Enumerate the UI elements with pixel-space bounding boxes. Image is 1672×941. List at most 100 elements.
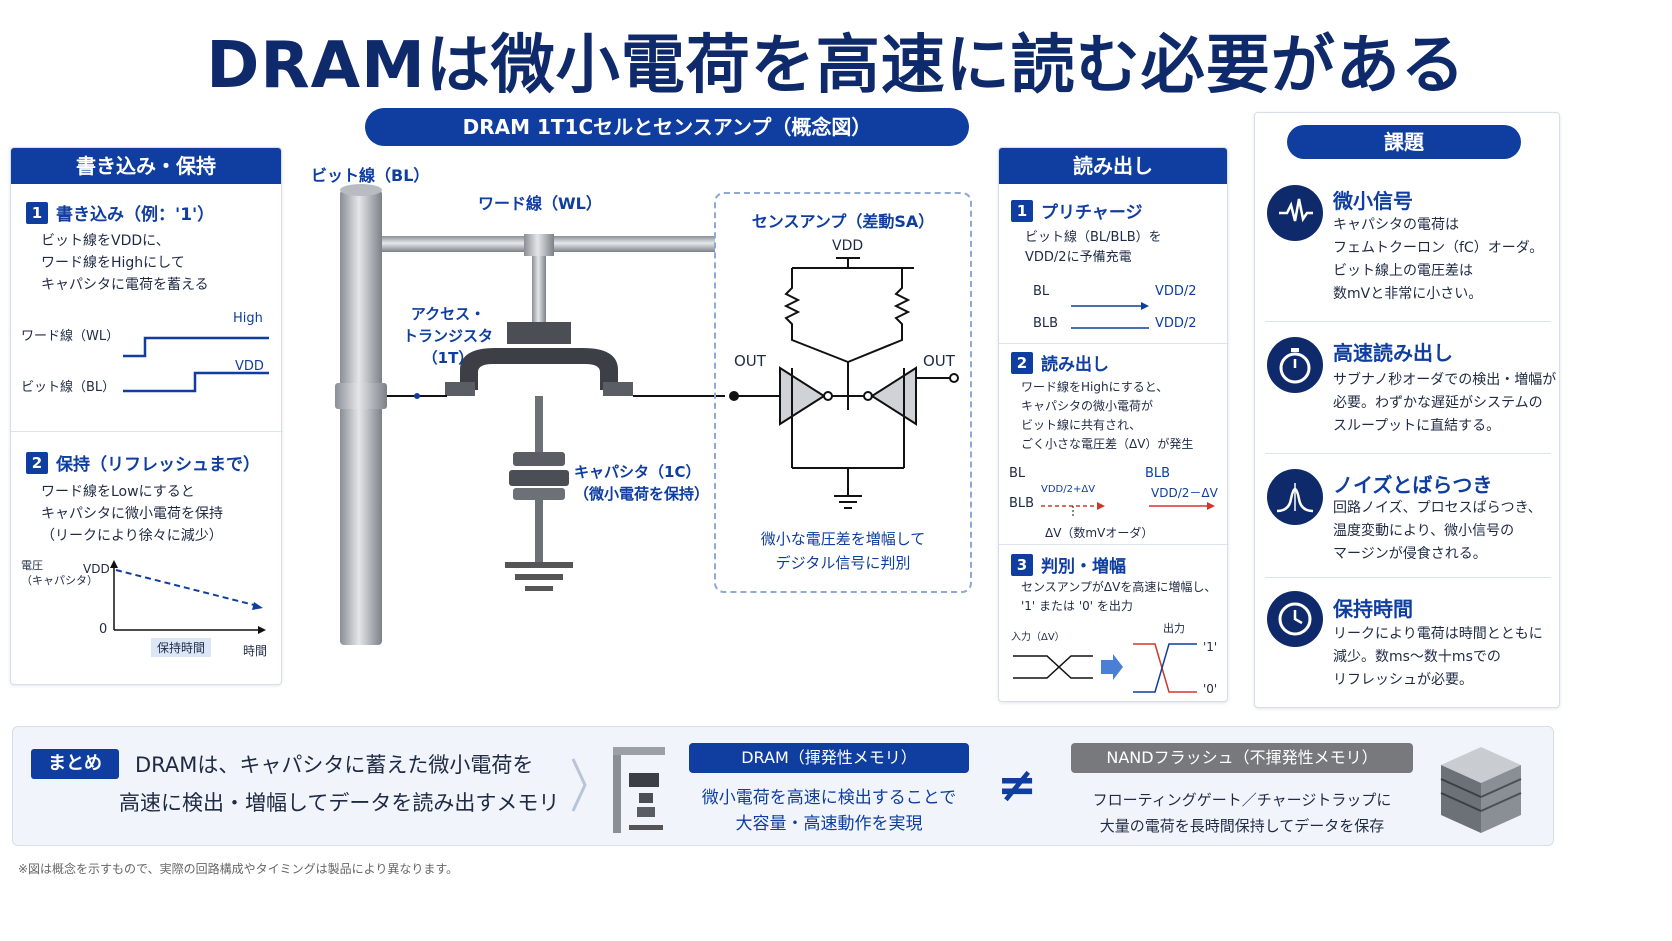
line: 回路ノイズ、プロセスばらつき、 xyxy=(1333,500,1542,516)
write-hold-panel: 書き込み・保持 1 書き込み（例：'1'） ビット線をVDDに、 ワード線をHi… xyxy=(10,147,283,685)
line: ビット線をVDDに、 xyxy=(41,233,170,249)
line: ワード線をLowにすると xyxy=(41,484,195,500)
line: ワード線をHighにして xyxy=(41,255,185,271)
readout-lines xyxy=(1041,502,1215,518)
line: （1T） xyxy=(422,349,474,367)
sense-amp-box xyxy=(714,192,972,593)
summary-line2: 高速に検出・増幅してデータを読み出すメモリ xyxy=(119,791,560,815)
line: フェムトクーロン（fC）オーダ。 xyxy=(1333,240,1544,256)
line: フローティングゲート／チャージトラップに xyxy=(1092,791,1392,809)
divider xyxy=(1265,577,1551,578)
footnote: ※図は概念を示すもので、実際の回路構成やタイミングは製品により異なります。 xyxy=(18,862,459,876)
line: キャパシタに微小電荷を保持 xyxy=(41,506,223,522)
wave-high-label: High xyxy=(233,311,263,326)
delta-v-label: ΔV（数mVオーダ） xyxy=(1045,526,1154,540)
amplify-text: センスアンプがΔVを高速に増幅し、 '1' または '0' を出力 xyxy=(1021,578,1216,616)
issue-title: ノイズとばらつき xyxy=(1333,473,1493,497)
output-label: 出力 xyxy=(1163,622,1185,635)
read-header: 読み出し xyxy=(999,148,1227,184)
line: トランジスタ xyxy=(403,327,494,345)
issue-body: 回路ノイズ、プロセスばらつき、 温度変動により、微小信号の マージンが侵食される… xyxy=(1333,497,1542,566)
capacitor-label: キャパシタ（1C） （微小電荷を保持） xyxy=(574,461,709,505)
line: キャパシタに電荷を蓄える xyxy=(41,277,209,293)
line: キャパシタ（1C） xyxy=(574,463,701,481)
line: リークにより電荷は時間とともに xyxy=(1333,626,1543,642)
dram-pill: DRAM（揮発性メモリ） xyxy=(689,743,969,773)
hold-step-text: ワード線をLowにすると キャパシタに微小電荷を保持 （リークにより徐々に減少） xyxy=(41,481,223,547)
sense-amp-schematic xyxy=(729,257,959,509)
nand-pill: NANDフラッシュ（不揮発性メモリ） xyxy=(1071,743,1413,773)
line: ワード線をHighにすると、 xyxy=(1021,380,1169,394)
summary-line1: DRAMは、キャパシタに蓄えた微小電荷を xyxy=(135,753,534,777)
issue-body: リークにより電荷は時間とともに 減少。数ms〜数十msでの リフレッシュが必要。 xyxy=(1333,623,1543,692)
step-number: 2 xyxy=(26,451,48,474)
read-panel: 読み出し 1 プリチャージ ビット線（BL/BLB）を VDD/2に予備充電 B… xyxy=(998,147,1229,702)
wave-vdd-label: VDD xyxy=(235,359,264,374)
center-pill: DRAM 1T1Cセルとセンスアンプ（概念図） xyxy=(365,108,969,146)
readout-v-left: VDD/2+ΔV xyxy=(1041,484,1096,495)
write-hold-header: 書き込み・保持 xyxy=(11,148,281,184)
readout-blb: BLB xyxy=(1009,496,1035,511)
nand-description: フローティングゲート／チャージトラップに 大量の電荷を長時間保持してデータを保存 xyxy=(1071,787,1413,839)
line: 微小な電圧差を増幅して xyxy=(760,530,926,548)
step-number: 3 xyxy=(1011,553,1033,576)
issue-title: 保持時間 xyxy=(1333,597,1413,621)
wave-wl-label: ワード線（WL） xyxy=(21,329,120,344)
chart-zero: 0 xyxy=(99,622,108,637)
line: 電圧 xyxy=(21,559,43,572)
line: VDD/2に予備充電 xyxy=(1025,250,1132,265)
summary-bar: まとめ DRAMは、キャパシタに蓄えた微小電荷を 高速に検出・増幅してデータを読… xyxy=(12,726,1554,846)
line: 減少。数ms〜数十msでの xyxy=(1333,649,1501,665)
distribution-icon xyxy=(1267,469,1323,525)
write-step-title: 1 書き込み（例：'1'） xyxy=(26,200,214,225)
line: キャパシタの電荷は xyxy=(1333,217,1459,233)
divider xyxy=(999,544,1229,545)
step-title-text: 判別・増幅 xyxy=(1041,557,1126,577)
bitline-label: ビット線（BL） xyxy=(311,166,430,185)
precharge-lines xyxy=(1071,302,1149,329)
write-step-text: ビット線をVDDに、 ワード線をHighにして キャパシタに電荷を蓄える xyxy=(41,230,209,296)
sense-amp-caption: 微小な電圧差を増幅して デジタル信号に判別 xyxy=(714,527,972,575)
line: ごく小さな電圧差（ΔV）が発生 xyxy=(1021,437,1194,451)
amplify-title: 3 判別・増幅 xyxy=(1011,552,1126,577)
step-number: 1 xyxy=(26,201,48,224)
wave-bl-label: ビット線（BL） xyxy=(21,380,116,395)
step-title-text: 書き込み（例：'1'） xyxy=(56,205,215,225)
divider xyxy=(1265,453,1551,454)
line: スループットに直結する。 xyxy=(1333,418,1501,434)
issue-body: サブナノ秒オーダでの検出・増幅が 必要。わずかな遅延がシステムの スループットに… xyxy=(1333,369,1556,438)
line: 大容量・高速動作を実現 xyxy=(735,814,923,834)
hold-step-title: 2 保持（リフレッシュまで） xyxy=(26,450,260,475)
out-right: OUT xyxy=(923,352,955,370)
issues-panel: 課題 微小信号 キャパシタの電荷は フェムトクーロン（fC）オーダ。 ビット線上… xyxy=(1254,112,1560,708)
not-equal-symbol: ≠ xyxy=(997,757,1038,813)
dram-cell-illustration xyxy=(335,184,725,645)
line: （微小電荷を保持） xyxy=(574,485,710,503)
sense-vdd: VDD xyxy=(832,238,864,254)
step-number: 1 xyxy=(1011,199,1033,222)
chevron-right-icon xyxy=(571,758,587,812)
step-title-text: 読み出し xyxy=(1041,355,1109,375)
issues-header: 課題 xyxy=(1287,125,1521,159)
sense-amp-title: センスアンプ（差動SA） xyxy=(751,212,935,231)
line: 大量の電荷を長時間保持してデータを保存 xyxy=(1099,817,1385,835)
output-one: '1' xyxy=(1203,640,1218,654)
retention-chart xyxy=(110,560,266,634)
step-number: 2 xyxy=(1011,351,1033,374)
line: （リークにより徐々に減少） xyxy=(41,528,223,544)
divider xyxy=(999,343,1229,344)
line: サブナノ秒オーダでの検出・増幅が xyxy=(1333,372,1557,388)
chart-vdd: VDD xyxy=(83,562,110,576)
signal-wave-icon xyxy=(1267,185,1323,241)
step-title-text: 保持（リフレッシュまで） xyxy=(56,455,260,475)
line: '1' または '0' を出力 xyxy=(1021,599,1133,613)
precharge-v2: VDD/2 xyxy=(1155,316,1197,331)
issue-title: 高速読み出し xyxy=(1333,341,1453,365)
precharge-text: ビット線（BL/BLB）を VDD/2に予備充電 xyxy=(1025,228,1162,268)
divider xyxy=(11,431,283,432)
out-left: OUT xyxy=(734,352,766,370)
line: センスアンプがΔVを高速に増幅し、 xyxy=(1021,580,1217,594)
line: マージンが侵食される。 xyxy=(1333,546,1487,562)
line: 微小電荷を高速に検出することで xyxy=(701,788,957,808)
precharge-title: 1 プリチャージ xyxy=(1011,198,1143,223)
